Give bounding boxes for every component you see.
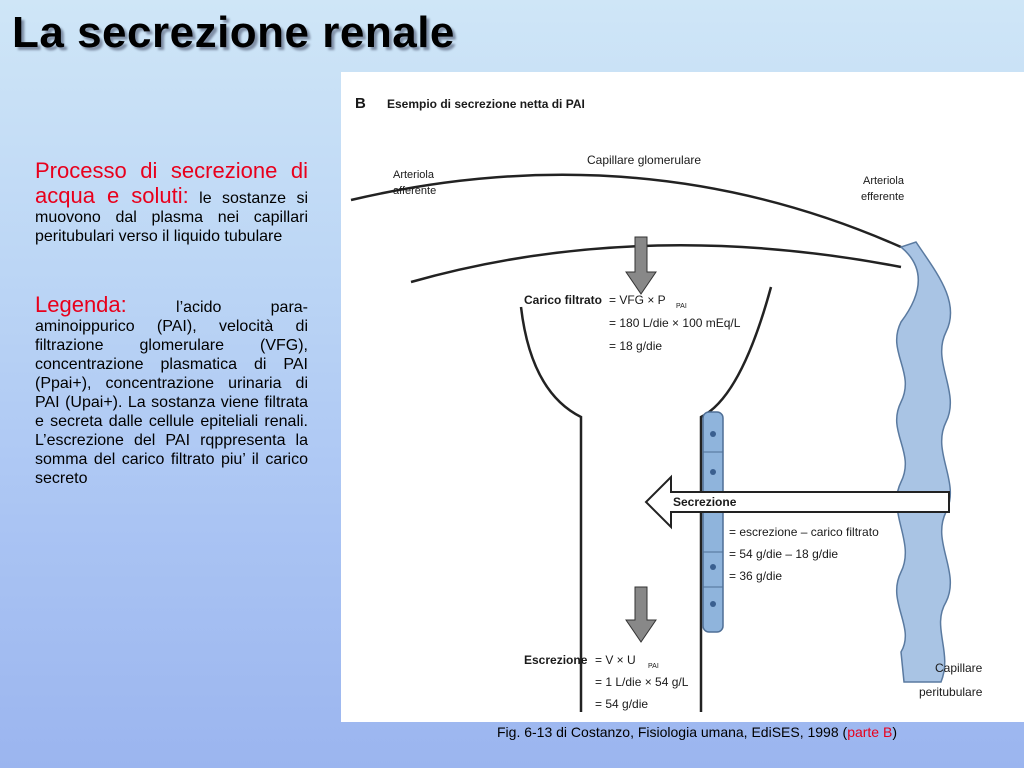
paragraph-process: Processo di secrezione di acqua e soluti… [35, 158, 308, 246]
secretion-arrow-icon [644, 474, 950, 530]
secretion-eq3: = 36 g/die [729, 569, 782, 583]
peritubular-capillary [895, 241, 952, 683]
glomerular-capillary-label: Capillare glomerulare [587, 153, 701, 167]
filtered-load-eq3: = 18 g/die [609, 339, 662, 353]
efferent-arteriole-label-1: Arteriola [863, 175, 905, 187]
caption-part-link[interactable]: parte B [847, 724, 893, 740]
peritubular-capillary-label-1: Capillare [935, 661, 983, 675]
afferent-arteriole-label-1: Arteriola [393, 169, 435, 181]
excretion-arrow-icon [625, 586, 657, 643]
figure-caption: Fig. 6-13 di Costanzo, Fisiologia umana,… [497, 724, 897, 740]
process-body: le sostanze si muovono dal plasma nei ca… [35, 190, 309, 245]
cell-nucleus [710, 601, 716, 607]
glomerular-capillary-upper-wall [350, 173, 902, 249]
glomerular-capillary-lower-wall [410, 244, 902, 284]
cell-nucleus [710, 564, 716, 570]
filtered-load-eq1: = VFG × P [609, 293, 666, 307]
description-text: Processo di secrezione di acqua e soluti… [35, 158, 308, 488]
cell-nucleus [710, 469, 716, 475]
peritubular-capillary-label-2: peritubulare [919, 685, 983, 699]
efferent-arteriole-label-2: efferente [861, 191, 904, 203]
filtration-arrow-icon [625, 236, 657, 295]
excretion-eq3: = 54 g/die [595, 697, 648, 711]
secretion-eq1: = escrezione – carico filtrato [729, 525, 879, 539]
slide-title: La secrezione renale [12, 8, 455, 57]
caption-suffix: ) [892, 724, 897, 740]
cell-nucleus [710, 431, 716, 437]
tubule-left-wall [519, 306, 583, 712]
excretion-eq2: = 1 L/die × 54 g/L [595, 675, 689, 689]
figure-heading: Esempio di secrezione netta di PAI [387, 97, 585, 111]
excretion-label: Escrezione [524, 653, 588, 667]
excretion-eq1: = V × U [595, 653, 636, 667]
secretion-label: Secrezione [673, 495, 737, 509]
filtered-load-eq2: = 180 L/die × 100 mEq/L [609, 316, 741, 330]
filtered-load-eq1-sub: PAI [676, 303, 687, 310]
figure-panel: B Esempio di secrezione netta di PAI Cap… [341, 72, 1024, 722]
afferent-arteriole-label-2: afferente [393, 185, 436, 197]
caption-prefix: Fig. 6-13 di Costanzo, Fisiologia umana,… [497, 724, 848, 740]
tubular-epithelium [702, 411, 724, 633]
paragraph-legend: Legenda: l’acido para-aminoippurico (PAI… [35, 292, 308, 488]
legend-heading: Legenda: [35, 292, 127, 317]
secretion-eq2: = 54 g/die – 18 g/die [729, 547, 838, 561]
process-heading: Processo di secrezione di acqua e soluti… [35, 158, 308, 208]
excretion-eq1-sub: PAI [648, 663, 659, 670]
filtered-load-label: Carico filtrato [524, 293, 602, 307]
panel-letter: B [355, 95, 366, 112]
secretion-diagram: B Esempio di secrezione netta di PAI Cap… [350, 95, 983, 712]
legend-body: l’acido para-aminoippurico (PAI), veloci… [35, 299, 308, 487]
